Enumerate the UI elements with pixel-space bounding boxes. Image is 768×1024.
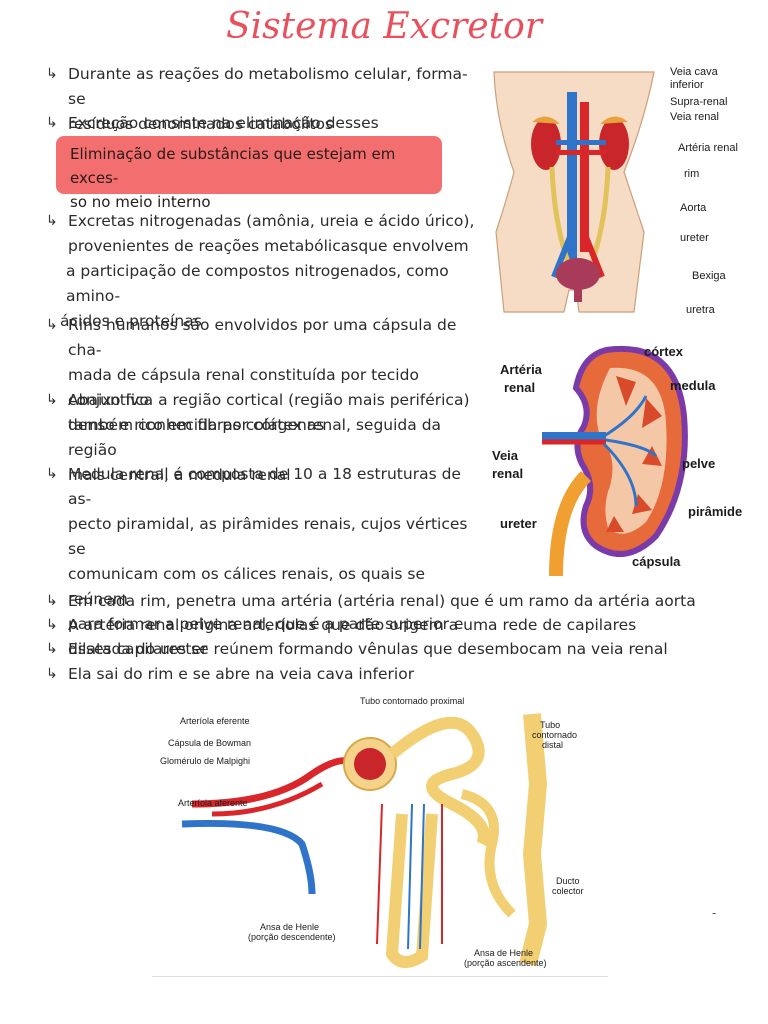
label-supra-renal: Supra-renal [670,96,728,108]
bullet-line: também conhecida por córtex renal, segui… [68,416,442,459]
bullet-3: ↳ Excretas nitrogenadas (amônia, ureia e… [46,209,478,334]
bullet-line: Excretas nitrogenadas (amônia, ureia e á… [68,212,475,230]
label-ureter: ureter [680,232,709,244]
urinary-system-illustration [493,71,655,313]
arrow-curve-icon: ↳ [46,593,58,609]
bullet-line: denso e rico em fibras colágenas [68,416,325,434]
arrow-curve-icon: ↳ [46,392,58,408]
bullet-line: A artéria renal origina arteríolas que d… [68,616,637,634]
arrow-curve-icon: ↳ [46,317,58,333]
label-arteriola-eferente: Arteríola eferente [180,716,250,726]
bullet-line: Esses capilares se reúnem formando vênul… [68,640,668,658]
kidney-figure: Artéria renal córtex medula Veia renal p… [486,336,756,577]
label-rim: rim [684,168,700,180]
label-tubo-proximal: Tubo contornado proximal [360,696,465,706]
arrow-curve-icon: ↳ [46,666,58,682]
highlight-box: Eliminação de substâncias que estejam em… [56,136,442,211]
label-bexiga: Bexiga [692,270,726,282]
bullet-line: provenientes de reações metabólicasque e… [68,237,469,255]
bullet-4: ↳ Rins humanos são envolvidos por uma cá… [46,313,488,438]
arrow-curve-icon: ↳ [46,641,58,657]
arrow-curve-icon: ↳ [46,213,58,229]
label-arteriola-aferente: Arteríola aferente [178,798,248,808]
label-veia-cava: Veia cava [670,66,718,78]
label-cortex: córtex [644,344,684,359]
label-arteria: Artéria [500,362,542,377]
label-renal: renal [504,380,536,395]
bullet-line: comunicam com os cálices renais, os quai… [68,565,426,608]
bullet-8: ↳ A artéria renal origina arteríolas que… [46,613,728,638]
label-porcao-desc: (porção descendente) [248,932,336,942]
label-ducto: Ducto [556,876,580,886]
urinary-system-figure: Veia cava inferior Supra-renal Veia rena… [484,62,754,324]
label-piramide: pirâmide [688,504,743,519]
kidney-illustration [542,345,688,577]
label-veia-renal: Veia renal [670,111,719,123]
label-glomerulo: Glomérulo de Malpighi [160,756,251,766]
bullet-9: ↳ Esses capilares se reúnem formando vên… [46,637,728,662]
bullet-5: ↳ Abaixo fica a região cortical (região … [46,388,488,488]
label-uretra: uretra [686,304,715,316]
label-veia: Veia [492,448,519,463]
arrow-curve-icon: ↳ [46,66,58,82]
label-contornado: contornado [532,730,578,740]
label-ansa-asc: Ansa de Henle [474,948,534,958]
bullet-line: a participação de compostos nitrogenados… [66,262,449,305]
label-tubo: Tubo [540,720,561,730]
bullet-7: ↳ Em cada rim, penetra uma artéria (arté… [46,589,728,614]
label-porcao-asc: (porção ascendente) [464,958,547,968]
nephron-figure: Tubo contornado proximal Arteríola efere… [152,694,608,977]
page-title: Sistema Excretor [225,6,543,47]
bullet-10: ↳ Ela sai do rim e se abre na veia cava … [46,662,728,687]
arrow-curve-icon: ↳ [46,115,58,131]
label-renal-2: renal [492,466,524,481]
bullet-1: ↳ Durante as reações do metabolismo celu… [46,62,468,137]
bullet-line: Em cada rim, penetra uma artéria (artéri… [68,592,696,610]
bullet-line: dilatada do ureter [68,640,208,658]
label-ureter-k: ureter [500,516,537,531]
label-arteria-renal: Artéria renal [678,142,738,154]
bullet-line: Ela sai do rim e se abre na veia cava in… [68,665,415,683]
highlight-line: Eliminação de substâncias que estejam em… [70,145,396,187]
bullet-line: Abaixo fica a região cortical (região ma… [68,391,470,409]
label-distal: distal [542,740,564,750]
arrow-curve-icon: ↳ [46,617,58,633]
arrow-curve-icon: ↳ [46,466,58,482]
label-ansa-desc: Ansa de Henle [260,922,320,932]
label-medula: medula [670,378,716,393]
bullet-line: Medula renal é composta de 10 a 18 estru… [68,465,461,508]
label-colector: colector [552,886,584,896]
bullet-line: Durante as reações do metabolismo celula… [68,65,468,108]
label-aorta: Aorta [680,202,707,214]
label-capsula-bowman: Cápsula de Bowman [168,738,252,748]
bullet-line: para formar a pelve renal, que é a parte… [68,615,464,633]
highlight-line: so no meio interno [70,193,211,211]
nephron-illustration [181,713,548,968]
bullet-line: Rins humanos são envolvidos por uma cáps… [68,316,457,359]
label-pelve: pelve [682,456,716,471]
bullet-line: pecto piramidal, as pirâmides renais, cu… [68,515,468,558]
bullet-line: ácidos e proteínas [60,312,202,330]
bullet-line: mada de cápsula renal constituída por te… [68,366,419,409]
bullet-6: ↳ Medula renal é composta de 10 a 18 est… [46,462,488,662]
bullet-line: mais central, a medula renal [68,466,291,484]
label-capsula: cápsula [632,554,681,569]
dash-mark: - [712,906,717,920]
label-inferior: inferior [670,79,704,91]
bullet-line: resíduos denominados catabólitos [68,115,333,133]
